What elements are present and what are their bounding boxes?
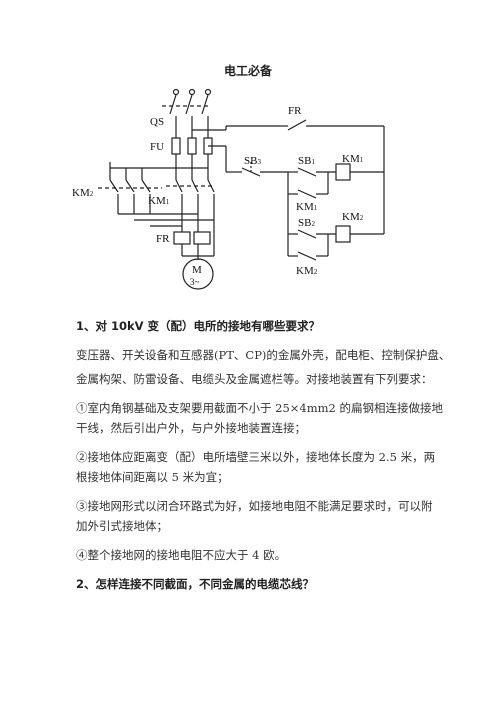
question-1-heading: 1、对 10kV 变（配）电所的接地有哪些要求？ bbox=[76, 319, 321, 333]
label-motor-m: M bbox=[192, 264, 202, 276]
label-qs: QS bbox=[150, 116, 164, 128]
q1-item-3-line-1: ③接地网形式以闭合环路式为好，如接地电阻不能满足要求时，可以附 bbox=[76, 499, 433, 513]
circuit-diagram: QS FU FR SB3 SB1 KM1 KM1 SB2 KM2 KM2 KM2… bbox=[72, 88, 385, 290]
page-title: 电工必备 bbox=[223, 64, 272, 78]
label-km1-main: KM1 bbox=[148, 195, 170, 207]
question-2-heading: 2、怎样连接不同截面，不同金属的电缆芯线？ bbox=[76, 577, 314, 591]
q1-item-4: ④整个接地网的接地电阻不应大于 4 欧。 bbox=[76, 548, 287, 562]
label-km1-coil: KM1 bbox=[342, 153, 364, 165]
q1-item-2-line-2: 根接地体间距离以 5 米为宜； bbox=[76, 470, 229, 484]
label-sb3: SB3 bbox=[244, 155, 261, 167]
label-fu: FU bbox=[150, 141, 164, 153]
label-fr-main: FR bbox=[156, 233, 170, 245]
label-fr-top: FR bbox=[288, 105, 302, 117]
label-motor-phase: 3~ bbox=[190, 277, 200, 287]
q1-intro-line-1: 变压器、开关设备和互感器(PT、CP)的金属外壳，配电柜、控制保护盘、 bbox=[76, 348, 451, 362]
q1-intro-line-2: 金属构架、防雷设备、电缆头及金属遮栏等。对接地装置有下列要求： bbox=[76, 372, 433, 386]
label-sb2: SB2 bbox=[298, 217, 315, 229]
q1-item-2-line-1: ②接地体应距离变（配）电所墙壁三米以外，接地体长度为 2.5 米，两 bbox=[76, 450, 436, 464]
q1-item-3-line-2: 加外引式接地体； bbox=[76, 519, 168, 533]
label-km1-hold: KM1 bbox=[296, 201, 318, 213]
q1-item-1-line-1: ①室内角钢基础及支架要用截面不小于 25×4mm2 的扁钢相连接做接地 bbox=[76, 401, 444, 415]
label-km2-coil: KM2 bbox=[342, 211, 364, 223]
label-sb1: SB1 bbox=[298, 155, 315, 167]
q1-item-1-line-2: 干线，然后引出户外，与户外接地装置连接； bbox=[76, 421, 306, 435]
label-km2-hold: KM2 bbox=[296, 265, 318, 277]
label-km2-main: KM2 bbox=[72, 187, 94, 199]
